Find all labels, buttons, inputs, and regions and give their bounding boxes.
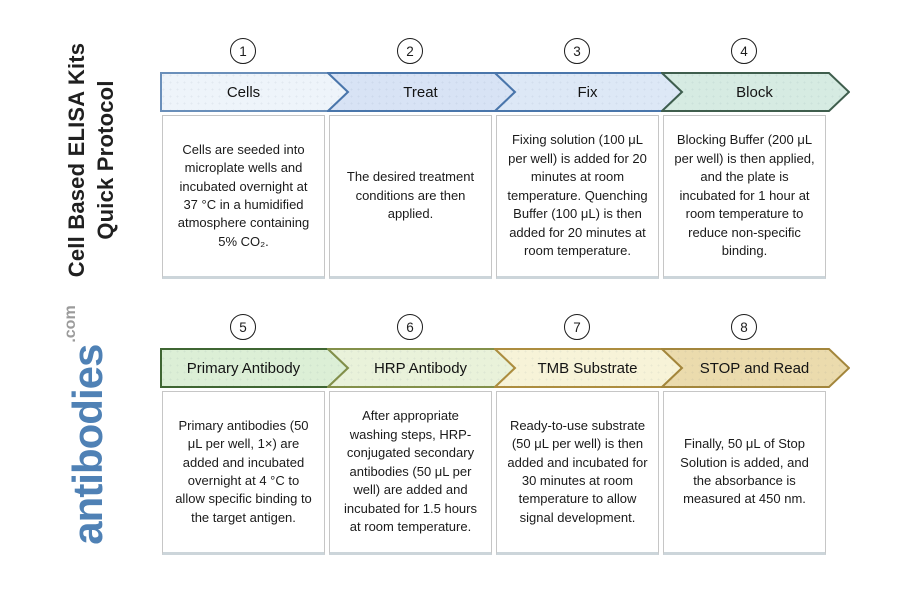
chevron-banner-shape <box>328 73 515 111</box>
step-description-text: Ready-to-use substrate (50 μL per well) … <box>507 417 648 525</box>
step-banner: Block <box>661 72 850 112</box>
step-description-box: Blocking Buffer (200 μL per well) is the… <box>663 115 826 279</box>
step-fix: 3 Fix Fixing solution (100 μL per well) … <box>494 38 683 288</box>
step-number: 7 <box>573 319 581 335</box>
step-description-text: Blocking Buffer (200 μL per well) is the… <box>674 132 815 259</box>
step-number-badge: 5 <box>230 314 256 340</box>
step-number-badge: 6 <box>397 314 423 340</box>
step-banner: Primary Antibody <box>160 348 349 388</box>
step-description-text: Primary antibodies (50 μL per well, 1×) … <box>175 417 312 525</box>
step-number-badge: 2 <box>397 38 423 64</box>
vertical-title-line2: Quick Protocol <box>93 80 118 240</box>
step-banner-label: TMB Substrate <box>537 359 638 377</box>
step-description-box: After appropriate washing steps, HRP-con… <box>329 391 492 555</box>
logo-domain-suffix: .com <box>62 305 79 343</box>
step-description-box: Cells are seeded into microplate wells a… <box>162 115 325 279</box>
protocol-row-1: 1 Cells Cells are seeded into microplate… <box>160 38 872 288</box>
step-description-box: Finally, 50 μL of Stop Solution is added… <box>663 391 826 555</box>
step-description-text: Cells are seeded into microplate wells a… <box>177 141 310 249</box>
step-banner: TMB Substrate <box>494 348 683 388</box>
step-banner-label: Treat <box>403 83 438 101</box>
step-number: 8 <box>740 319 748 335</box>
step-number: 5 <box>239 319 247 335</box>
step-stop-and-read: 8 STOP and Read Finally, 50 μL of Stop S… <box>661 314 850 564</box>
step-number-badge: 4 <box>731 38 757 64</box>
step-banner-label: STOP and Read <box>699 359 810 377</box>
step-number: 4 <box>740 43 748 59</box>
step-banner-label: HRP Antibody <box>373 359 468 377</box>
step-number-badge: 3 <box>564 38 590 64</box>
step-number: 1 <box>239 43 247 59</box>
step-primary-antibody: 5 Primary Antibody Primary antibodies (5… <box>160 314 349 564</box>
step-hrp-antibody: 6 HRP Antibody After appropriate washing… <box>327 314 516 564</box>
vertical-title: Cell Based ELISA Kits Quick Protocol <box>64 35 120 285</box>
chevron-banner-shape <box>495 349 682 387</box>
step-banner-label: Cells <box>226 83 261 101</box>
chevron-banner-shape <box>161 349 348 387</box>
logo-text: antibodies <box>64 344 111 545</box>
step-description-box: The desired treatment conditions are the… <box>329 115 492 279</box>
protocol-row-2: 5 Primary Antibody Primary antibodies (5… <box>160 314 872 564</box>
step-block: 4 Block Blocking Buffer (200 μL per well… <box>661 38 850 288</box>
chevron-banner-outline-svg <box>661 348 850 388</box>
step-banner: HRP Antibody <box>327 348 516 388</box>
step-number: 3 <box>573 43 581 59</box>
step-banner: Cells <box>160 72 349 112</box>
step-description-text: After appropriate washing steps, HRP-con… <box>344 408 477 535</box>
step-description-box: Ready-to-use substrate (50 μL per well) … <box>496 391 659 555</box>
step-number: 2 <box>406 43 414 59</box>
step-banner: Treat <box>327 72 516 112</box>
chevron-banner-shape <box>161 73 348 111</box>
step-number: 6 <box>406 319 414 335</box>
antibodies-logo: antibodies.com <box>56 275 120 575</box>
step-description-text: Fixing solution (100 μL per well) is add… <box>507 132 648 259</box>
step-banner-label: Primary Antibody <box>186 359 301 377</box>
chevron-banner-shape <box>495 73 682 111</box>
step-number-badge: 8 <box>731 314 757 340</box>
step-cells: 1 Cells Cells are seeded into microplate… <box>160 38 349 288</box>
chevron-banner-outline-svg <box>661 72 850 112</box>
step-banner-label: Fix <box>577 83 598 101</box>
vertical-title-line1: Cell Based ELISA Kits <box>64 42 90 278</box>
step-number-badge: 7 <box>564 314 590 340</box>
step-description-box: Fixing solution (100 μL per well) is add… <box>496 115 659 279</box>
chevron-banner-shape <box>662 73 849 111</box>
step-description-box: Primary antibodies (50 μL per well, 1×) … <box>162 391 325 555</box>
step-banner-label: Block <box>736 83 773 101</box>
step-tmb-substrate: 7 TMB Substrate Ready-to-use substrate (… <box>494 314 683 564</box>
chevron-banner-shape <box>662 349 849 387</box>
step-treat: 2 Treat The desired treatment conditions… <box>327 38 516 288</box>
step-banner: Fix <box>494 72 683 112</box>
chevron-banner-shape <box>328 349 515 387</box>
step-description-text: Finally, 50 μL of Stop Solution is added… <box>680 436 809 507</box>
step-number-badge: 1 <box>230 38 256 64</box>
step-banner: STOP and Read <box>661 348 850 388</box>
step-description-text: The desired treatment conditions are the… <box>346 169 475 222</box>
